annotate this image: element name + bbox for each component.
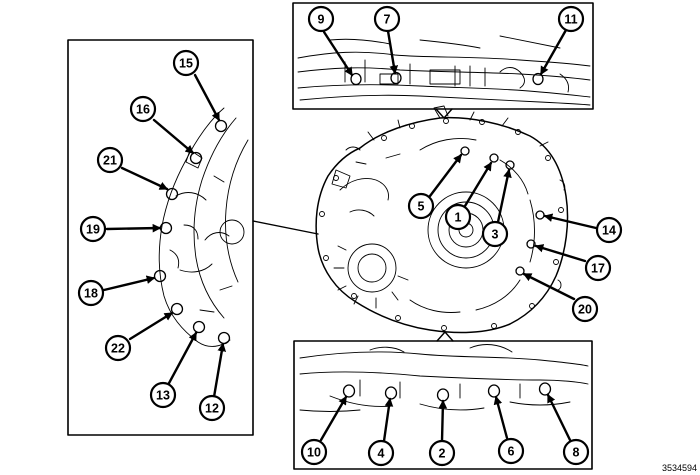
callout-10: 10 bbox=[300, 438, 328, 466]
svg-text:11: 11 bbox=[564, 13, 577, 27]
bottom-detail-view bbox=[293, 340, 593, 470]
svg-text:2: 2 bbox=[439, 447, 446, 461]
callout-19: 19 bbox=[79, 215, 107, 243]
svg-text:22: 22 bbox=[111, 342, 125, 356]
callout-14: 14 bbox=[595, 216, 623, 244]
left-detail-bolt-heads bbox=[153, 119, 231, 345]
top-view-pointer bbox=[435, 108, 453, 119]
top-detail-view bbox=[292, 2, 594, 110]
callout-7: 7 bbox=[373, 5, 401, 33]
svg-text:3: 3 bbox=[492, 228, 499, 242]
left-detail-frame bbox=[67, 39, 254, 436]
callout-12: 12 bbox=[198, 394, 226, 422]
svg-text:15: 15 bbox=[179, 57, 193, 71]
callout-17: 17 bbox=[584, 254, 612, 282]
svg-text:8: 8 bbox=[573, 446, 580, 460]
callout-18: 18 bbox=[77, 279, 105, 307]
svg-text:17: 17 bbox=[591, 262, 605, 276]
callout-15: 15 bbox=[172, 49, 200, 77]
bottom-detail-housing-sketch bbox=[299, 344, 589, 412]
bottom-detail-frame bbox=[293, 340, 593, 470]
callout-4: 4 bbox=[367, 439, 395, 467]
callout-16: 16 bbox=[129, 95, 157, 123]
callout-1: 1 bbox=[444, 203, 472, 231]
figure-number: 3534594 bbox=[662, 463, 697, 473]
case-flange-holes bbox=[319, 118, 564, 331]
bottom-view-pointer bbox=[436, 331, 454, 342]
callout-6: 6 bbox=[497, 437, 525, 465]
svg-text:7: 7 bbox=[384, 13, 391, 27]
svg-text:21: 21 bbox=[103, 154, 117, 168]
svg-text:4: 4 bbox=[378, 447, 385, 461]
bottom-detail-bolt-heads bbox=[342, 382, 552, 402]
callout-11: 11 bbox=[557, 5, 585, 33]
svg-text:13: 13 bbox=[156, 389, 170, 403]
top-detail-frame bbox=[292, 2, 594, 110]
callout-13: 13 bbox=[149, 381, 177, 409]
svg-text:18: 18 bbox=[84, 287, 98, 301]
svg-text:16: 16 bbox=[136, 103, 150, 117]
callout-9: 9 bbox=[307, 5, 335, 33]
callout-21: 21 bbox=[96, 146, 124, 174]
callout-8: 8 bbox=[562, 438, 590, 466]
svg-text:20: 20 bbox=[578, 303, 592, 317]
callout-2: 2 bbox=[428, 439, 456, 467]
svg-text:1: 1 bbox=[455, 211, 462, 225]
callout-20: 20 bbox=[571, 295, 599, 323]
transmission-case bbox=[315, 105, 569, 334]
case-bolt-heads bbox=[460, 146, 545, 276]
svg-text:14: 14 bbox=[602, 224, 616, 238]
top-detail-housing-sketch bbox=[297, 35, 591, 106]
left-detail-housing-sketch bbox=[158, 107, 249, 347]
svg-text:5: 5 bbox=[418, 200, 425, 214]
left-view-pointer-line bbox=[252, 220, 319, 235]
svg-text:10: 10 bbox=[307, 446, 321, 460]
svg-text:19: 19 bbox=[86, 223, 100, 237]
callout-22: 22 bbox=[104, 334, 132, 362]
callout-3: 3 bbox=[481, 220, 509, 248]
svg-text:9: 9 bbox=[318, 13, 325, 27]
callout-leaders bbox=[102, 28, 598, 443]
svg-text:12: 12 bbox=[205, 402, 219, 416]
callout-5: 5 bbox=[407, 192, 435, 220]
svg-text:6: 6 bbox=[508, 445, 515, 459]
